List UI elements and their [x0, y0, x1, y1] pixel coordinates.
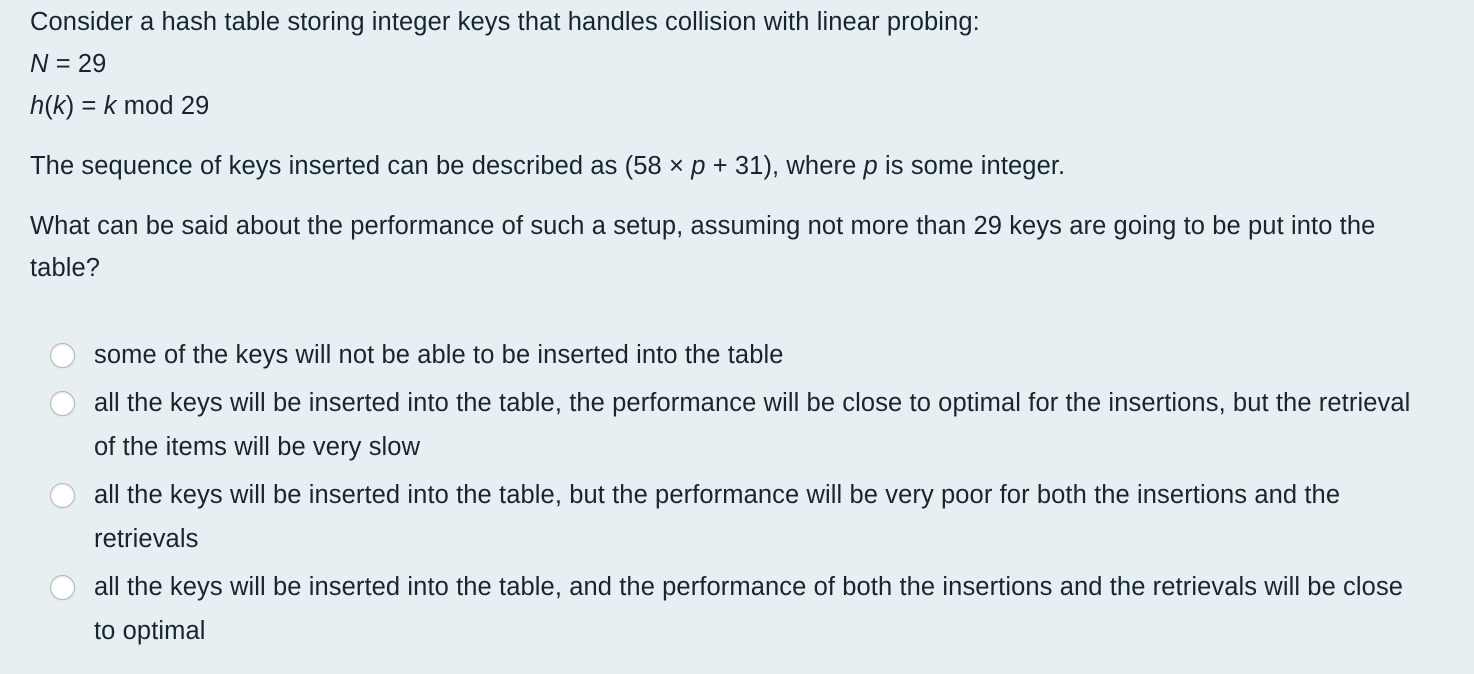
table-size-line: N = 29	[30, 43, 1444, 85]
option-label-a[interactable]: some of the keys will not be able to be …	[94, 341, 784, 369]
option-row-d[interactable]: all the keys will be inserted into the t…	[30, 565, 1444, 653]
key-sequence-variable-p2: p	[863, 152, 878, 180]
hash-function-paren-open: (	[44, 92, 53, 120]
radio-button-icon-d[interactable]	[49, 575, 75, 600]
hash-function-equals: =	[74, 92, 104, 120]
hash-function-argument: k	[52, 92, 66, 120]
option-label-b[interactable]: all the keys will be inserted into the t…	[94, 389, 1411, 461]
option-row-c[interactable]: all the keys will be inserted into the t…	[30, 473, 1444, 561]
question-prompt: Consider a hash table storing integer ke…	[30, 0, 1444, 289]
radio-cell-b[interactable]	[30, 381, 94, 416]
hash-function-line: h(k) = k mod 29	[30, 85, 1444, 127]
key-sequence-suffix: is some integer.	[877, 152, 1066, 180]
table-size-variable: N	[30, 50, 49, 78]
hash-function-paren-close: )	[65, 92, 75, 120]
option-label-c[interactable]: all the keys will be inserted into the t…	[94, 481, 1341, 553]
table-size-equation: = 29	[48, 50, 107, 78]
option-row-a[interactable]: some of the keys will not be able to be …	[30, 333, 1444, 377]
radio-cell-d[interactable]	[30, 565, 94, 600]
option-label-d[interactable]: all the keys will be inserted into the t…	[94, 573, 1404, 645]
question-intro-line: Consider a hash table storing integer ke…	[30, 8, 980, 36]
option-row-b[interactable]: all the keys will be inserted into the t…	[30, 381, 1444, 469]
key-sequence-line: The sequence of keys inserted can be des…	[30, 145, 1444, 187]
radio-cell-a[interactable]	[30, 333, 94, 368]
hash-function-variable: h	[30, 92, 45, 120]
radio-button-icon-a[interactable]	[49, 343, 75, 368]
key-sequence-prefix: The sequence of keys inserted can be des…	[30, 152, 692, 180]
question-ask-line: What can be said about the performance o…	[30, 212, 1376, 282]
answer-options-list: some of the keys will not be able to be …	[30, 333, 1444, 653]
key-sequence-middle: + 31), where	[705, 152, 864, 180]
hash-function-modulo: mod 29	[116, 92, 210, 120]
key-sequence-variable-p1: p	[691, 152, 706, 180]
radio-button-icon-c[interactable]	[49, 483, 75, 508]
radio-cell-c[interactable]	[30, 473, 94, 508]
hash-function-key-variable: k	[103, 92, 117, 120]
radio-button-icon-b[interactable]	[49, 391, 75, 416]
